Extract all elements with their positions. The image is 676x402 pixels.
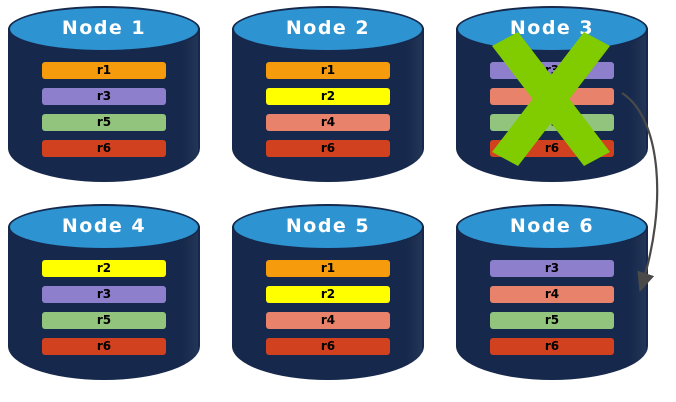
node-top-ellipse xyxy=(8,204,200,250)
record-bar-r5[interactable]: r5 xyxy=(42,114,166,131)
node-cylinder-2[interactable]: Node 2 r1 r2 r4 r6 xyxy=(232,6,424,182)
record-bar-r4[interactable]: r4 xyxy=(266,312,390,329)
record-bar-r6[interactable]: r6 xyxy=(490,140,614,157)
record-list: r1 r2 r4 r6 xyxy=(266,260,390,355)
record-bar-r3[interactable]: r3 xyxy=(42,88,166,105)
record-bar-r5[interactable]: r5 xyxy=(42,312,166,329)
record-bar-r1[interactable]: r1 xyxy=(266,260,390,277)
node-label: Node 4 xyxy=(61,215,147,237)
node-cylinder-6[interactable]: Node 6 r3 r4 r5 r6 xyxy=(456,204,648,380)
node-cylinder-1[interactable]: Node 1 r1 r3 r5 r6 xyxy=(8,6,200,182)
node-top-ellipse xyxy=(232,6,424,52)
record-bar-r1[interactable]: r1 xyxy=(42,62,166,79)
record-list: r2 r3 r5 r6 xyxy=(42,260,166,355)
record-list: r3 r4 r5 r6 xyxy=(490,260,614,355)
record-bar-r3[interactable]: r3 xyxy=(490,62,614,79)
node-top-ellipse xyxy=(232,204,424,250)
record-bar-r4[interactable]: r4 xyxy=(490,88,614,105)
record-list: r3 r4 r5 r6 xyxy=(490,62,614,157)
record-bar-r6[interactable]: r6 xyxy=(42,338,166,355)
record-bar-r3[interactable]: r3 xyxy=(490,260,614,277)
node-top-ellipse xyxy=(456,204,648,250)
node-label: Node 6 xyxy=(509,215,595,237)
record-list: r1 r2 r4 r6 xyxy=(266,62,390,157)
record-bar-r2[interactable]: r2 xyxy=(266,88,390,105)
node-label: Node 1 xyxy=(61,17,147,39)
record-bar-r3[interactable]: r3 xyxy=(42,286,166,303)
record-bar-r4[interactable]: r4 xyxy=(490,286,614,303)
node-label: Node 3 xyxy=(509,17,595,39)
record-bar-r5[interactable]: r5 xyxy=(490,312,614,329)
node-cylinder-5[interactable]: Node 5 r1 r2 r4 r6 xyxy=(232,204,424,380)
record-bar-r5[interactable]: r5 xyxy=(490,114,614,131)
record-bar-r6[interactable]: r6 xyxy=(490,338,614,355)
record-list: r1 r3 r5 r6 xyxy=(42,62,166,157)
record-bar-r6[interactable]: r6 xyxy=(42,140,166,157)
record-bar-r4[interactable]: r4 xyxy=(266,114,390,131)
node-cylinder-3[interactable]: Node 3 r3 r4 r5 r6 xyxy=(456,6,648,182)
node-cylinder-4[interactable]: Node 4 r2 r3 r5 r6 xyxy=(8,204,200,380)
node-top-ellipse xyxy=(8,6,200,52)
node-label: Node 5 xyxy=(285,215,371,237)
record-bar-r2[interactable]: r2 xyxy=(42,260,166,277)
record-bar-r6[interactable]: r6 xyxy=(266,140,390,157)
record-bar-r1[interactable]: r1 xyxy=(266,62,390,79)
record-bar-r2[interactable]: r2 xyxy=(266,286,390,303)
record-bar-r6[interactable]: r6 xyxy=(266,338,390,355)
node-label: Node 2 xyxy=(285,17,371,39)
